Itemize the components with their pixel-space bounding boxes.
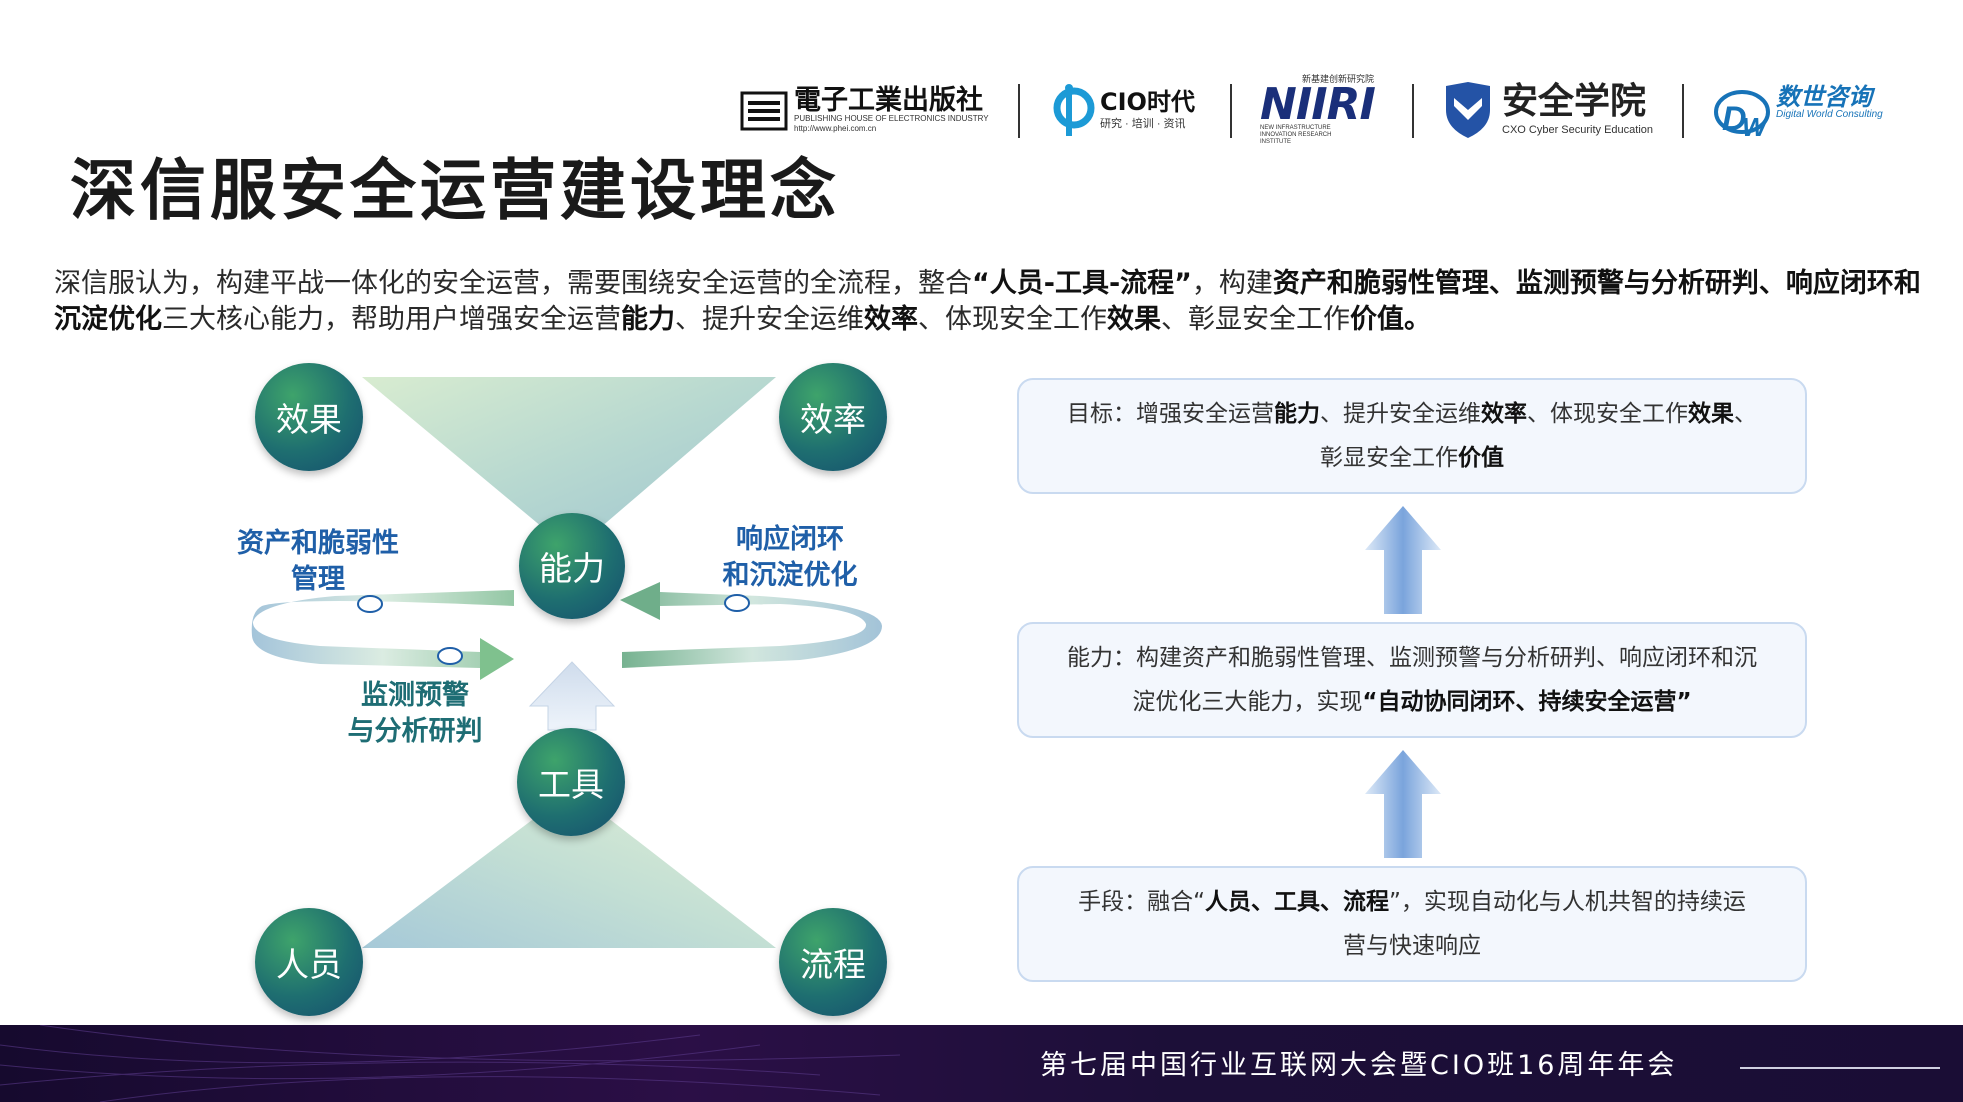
dw-name: 数世咨询 <box>1776 83 1872 112</box>
up-arrow-icon <box>1365 750 1441 858</box>
cio-emblem-icon <box>1053 84 1095 136</box>
label-line: 和沉淀优化 <box>722 560 858 591</box>
cio-name: CIO时代 <box>1100 87 1195 116</box>
up-arrow-icon <box>528 661 616 731</box>
ring-marker <box>724 594 750 612</box>
arrow-left-icon <box>620 582 660 620</box>
intro-bold: “人员-工具-流程” <box>972 268 1192 299</box>
node-tools: 工具 <box>517 728 625 836</box>
ability-line-1: 能力：构建资产和脆弱性管理、监测预警与分析研判、响应闭环和沉 <box>1067 645 1757 671</box>
cxo-english: CXO Cyber Security Education <box>1502 123 1654 136</box>
intro-text: 、体现安全工作 <box>918 304 1107 335</box>
means-line-1: 手段：融合“人员、工具、流程”，实现自动化与人机共智的持续运 <box>1078 889 1746 915</box>
top-funnel <box>362 377 776 552</box>
intro-bold: 能力 <box>621 304 675 335</box>
dw-logo: D W 数世咨询 Digital World Consulting <box>1712 70 1883 150</box>
goal-box: 目标：增强安全运营能力、提升安全运维效率、体现安全工作效果、 彰显安全工作价值 <box>1017 378 1807 494</box>
cxo-logo: 安全学院 CXO Cyber Security Education <box>1442 70 1653 150</box>
intro-bold: 效率 <box>864 304 918 335</box>
node-people: 人员 <box>255 908 363 1016</box>
ring-marker <box>437 647 463 665</box>
ring-marker <box>357 595 383 613</box>
niiri-chinese: 新基建创新研究院 <box>1302 74 1375 85</box>
intro-bold: 价值。 <box>1350 304 1431 335</box>
label-line: 监测预警 <box>361 680 469 711</box>
logo-divider <box>1682 84 1684 138</box>
intro-bold: 资产和脆弱性管理、监测预警与分析研判、响应闭环和沉淀优化 <box>54 268 1921 335</box>
label-response-closure: 响应闭环 和沉淀优化 <box>690 522 890 594</box>
svg-text:D: D <box>1722 100 1747 138</box>
logo-divider <box>1230 84 1232 138</box>
phei-english: PUBLISHING HOUSE OF ELECTRONICS INDUSTRY <box>794 114 989 124</box>
page-title: 深信服安全运营建设理念 <box>70 152 840 229</box>
label-asset-management: 资产和脆弱性 管理 <box>218 526 418 598</box>
phei-emblem-icon <box>740 91 788 131</box>
phei-logo: 電子工業出版社 PUBLISHING HOUSE OF ELECTRONICS … <box>740 70 989 150</box>
bottom-pyramid <box>362 790 776 948</box>
ring-band-right <box>622 592 882 668</box>
phei-url: http://www.phei.com.cn <box>794 123 877 133</box>
logo-divider <box>1018 84 1020 138</box>
logo-divider <box>1412 84 1414 138</box>
phei-name: 電子工業出版社 <box>794 85 983 117</box>
intro-paragraph: 深信服认为，构建平战一体化的安全运营，需要围绕安全运营的全流程，整合“人员-工具… <box>54 266 1934 338</box>
footer-decoration <box>0 1025 901 1102</box>
footer-banner: 第七届中国行业互联网大会暨CIO班16周年年会 <box>0 1025 1963 1102</box>
node-process: 流程 <box>779 908 887 1016</box>
label-line: 与分析研判 <box>347 716 483 747</box>
cio-logo: CIO时代 研究 · 培训 · 资讯 <box>1048 70 1195 150</box>
niiri-logo: 新基建创新研究院 NIIRI NEW INFRASTRUCTURE INNOVA… <box>1260 70 1376 150</box>
goal-line-2: 彰显安全工作价值 <box>1320 445 1504 471</box>
intro-text: 三大核心能力，帮助用户增强安全运营 <box>162 304 621 335</box>
footer-divider <box>1740 1067 1940 1069</box>
intro-text: 、提升安全运维 <box>675 304 864 335</box>
shield-icon <box>1446 82 1490 138</box>
goal-line-1: 目标：增强安全运营能力、提升安全运维效率、体现安全工作效果、 <box>1067 401 1757 427</box>
ring-band-left <box>251 590 514 668</box>
intro-text: ，构建 <box>1191 268 1273 299</box>
dw-emblem-icon: D W <box>1714 90 1770 140</box>
niiri-name: NIIRI <box>1260 78 1376 130</box>
cxo-name: 安全学院 <box>1502 80 1647 122</box>
label-line: 响应闭环 <box>736 524 844 555</box>
niiri-english: NEW INFRASTRUCTURE INNOVATION RESEARCH I… <box>1260 124 1332 145</box>
means-line-2: 营与快速响应 <box>1343 933 1481 959</box>
ability-box: 能力：构建资产和脆弱性管理、监测预警与分析研判、响应闭环和沉 淀优化三大能力，实… <box>1017 622 1807 738</box>
footer-title: 第七届中国行业互联网大会暨CIO班16周年年会 <box>1040 1050 1678 1081</box>
ability-line-2: 淀优化三大能力，实现“自动协同闭环、持续安全运营” <box>1132 689 1692 715</box>
arrow-right-icon <box>480 638 514 680</box>
node-efficiency: 效率 <box>779 363 887 471</box>
up-arrow-icon <box>1365 506 1441 614</box>
means-box: 手段：融合“人员、工具、流程”，实现自动化与人机共智的持续运 营与快速响应 <box>1017 866 1807 982</box>
dw-english: Digital World Consulting <box>1776 109 1883 121</box>
intro-text: 、彰显安全工作 <box>1161 304 1350 335</box>
svg-text:W: W <box>1742 112 1769 140</box>
logo-bar: 電子工業出版社 PUBLISHING HOUSE OF ELECTRONICS … <box>740 70 1920 150</box>
node-effect: 效果 <box>255 363 363 471</box>
cio-tagline: 研究 · 培训 · 资讯 <box>1100 117 1186 130</box>
label-monitoring-analysis: 监测预警 与分析研判 <box>315 678 515 750</box>
label-line: 管理 <box>291 564 345 595</box>
intro-bold: 效果 <box>1107 304 1161 335</box>
intro-text: 深信服认为，构建平战一体化的安全运营，需要围绕安全运营的全流程，整合 <box>54 268 972 299</box>
label-line: 资产和脆弱性 <box>237 528 399 559</box>
node-capability: 能力 <box>519 513 625 619</box>
